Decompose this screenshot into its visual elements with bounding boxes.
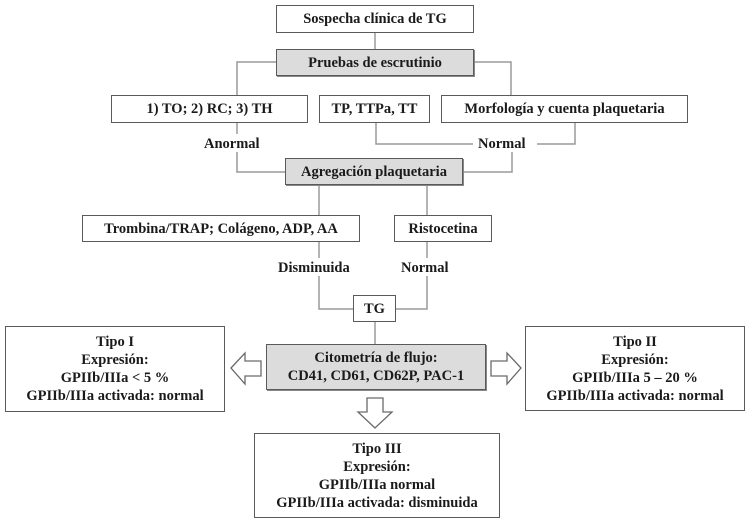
- type-line: GPIIb/IIIa activada: normal: [546, 387, 724, 404]
- edge-label-normal-screening: Normal: [476, 136, 528, 152]
- type-title: Tipo II: [613, 333, 657, 350]
- node-label: Agregación plaquetaria: [301, 163, 447, 180]
- edge-label-normal-ristocetin: Normal: [399, 260, 451, 276]
- node-label: Trombina/TRAP; Colágeno, ADP, AA: [104, 220, 338, 237]
- type-line: Expresión:: [601, 351, 669, 368]
- type-line: GPIIb/IIIa normal: [318, 476, 436, 493]
- edge-screening-left: [236, 61, 276, 95]
- type-line: GPIIb/IIIa activada: disminuida: [276, 494, 478, 511]
- edge-label-decreased: Disminuida: [276, 260, 352, 276]
- node-screening-tests: Pruebas de escrutinio: [276, 49, 474, 76]
- type-line: Expresión:: [81, 352, 149, 368]
- node-agonists: Trombina/TRAP; Colágeno, ADP, AA: [82, 215, 360, 242]
- node-label: Pruebas de escrutinio: [308, 54, 442, 71]
- edge-disminuida-tg: [318, 276, 353, 310]
- node-label: TP, TTPa, TT: [331, 101, 418, 117]
- edge-label-abnormal: Anormal: [202, 136, 262, 152]
- edge-screening-right: [474, 61, 512, 95]
- arrow-down-icon: [356, 397, 394, 429]
- type-line: GPIIb/IIIa activada: normal: [26, 388, 204, 404]
- type-line: GPIIb/IIIa 5 – 20 %: [572, 369, 698, 386]
- node-test-morphology: Morfología y cuenta plaquetaria: [441, 95, 688, 123]
- arrow-left-icon: [230, 351, 262, 386]
- node-test-tp: TP, TTPa, TT: [319, 95, 430, 123]
- edge-normal-aggregation: [463, 152, 513, 173]
- node-label: Sospecha clínica de TG: [303, 11, 447, 27]
- node-label: Morfología y cuenta plaquetaria: [464, 101, 665, 117]
- node-type-1: Tipo I Expresión: GPIIb/IIIa < 5 % GPIIb…: [5, 326, 225, 412]
- node-type-2: Tipo II Expresión: GPIIb/IIIa 5 – 20 % G…: [525, 326, 745, 411]
- node-platelet-aggregation: Agregación plaquetaria: [285, 158, 463, 185]
- node-clinical-suspicion: Sospecha clínica de TG: [276, 5, 474, 33]
- node-type-3: Tipo III Expresión: GPIIb/IIIa normal GP…: [254, 433, 500, 518]
- edge-tp-normal: [375, 123, 473, 145]
- edge-morph-normal: [537, 123, 576, 145]
- node-tg: TG: [353, 295, 396, 322]
- node-label-line: Citometría de flujo:: [314, 350, 438, 366]
- edge-anormal-aggregation: [236, 152, 285, 173]
- node-label: Ristocetina: [408, 220, 478, 237]
- node-ristocetin: Ristocetina: [394, 215, 492, 242]
- type-title: Tipo III: [352, 440, 402, 457]
- node-label: 1) TO; 2) RC; 3) TH: [146, 101, 273, 117]
- arrow-right-icon: [490, 351, 522, 386]
- node-flow-cytometry: Citometría de flujo: CD41, CD61, CD62P, …: [266, 344, 486, 390]
- type-title: Tipo I: [95, 334, 135, 350]
- node-label-line: CD41, CD61, CD62P, PAC-1: [287, 368, 465, 384]
- node-test-to-rc-th: 1) TO; 2) RC; 3) TH: [111, 95, 308, 123]
- type-line: GPIIb/IIIa < 5 %: [60, 370, 170, 386]
- edge-normal-tg: [396, 276, 428, 310]
- type-line: Expresión:: [343, 458, 411, 475]
- node-label: TG: [364, 300, 385, 317]
